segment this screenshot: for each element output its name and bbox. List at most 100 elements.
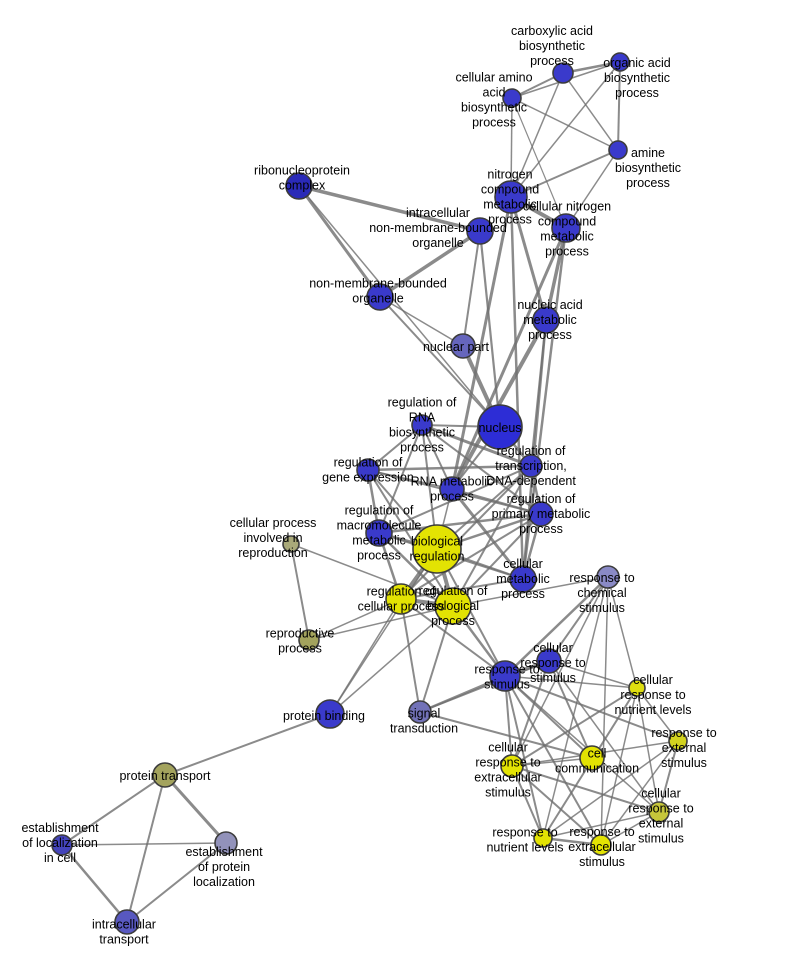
graph-edge [478, 230, 502, 428]
graph-edge [126, 842, 227, 923]
graph-edge [297, 185, 382, 298]
graph-edge [61, 844, 128, 923]
graph-node-response_to_nutrient_levels[interactable] [533, 828, 553, 848]
graph-edge [163, 773, 228, 845]
graph-node-label-protein_transport: protein transport [119, 769, 211, 783]
graph-edge [636, 687, 660, 813]
graph-node-response_to_chemical_stimulus[interactable] [596, 565, 620, 589]
graph-node-reproductive_process[interactable] [298, 629, 320, 651]
graph-edge [600, 811, 660, 846]
graph-node-regulation_of_RNA_biosynthetic_process[interactable] [411, 414, 433, 436]
graph-node-nitrogen_compound_metabolic_process[interactable] [494, 180, 528, 214]
graph-edge [400, 513, 542, 600]
graph-edge [419, 711, 593, 759]
graph-edge [504, 675, 679, 742]
graph-edge [367, 469, 453, 490]
graph-node-amine_biosynthetic_process[interactable] [608, 140, 628, 160]
graph-edge [452, 513, 542, 607]
graph-edge [511, 757, 593, 767]
graph-edge [451, 488, 542, 515]
graph-edge [511, 576, 609, 767]
graph-node-signal_transduction[interactable] [408, 700, 432, 724]
graph-node-ribonucleoprotein_complex[interactable] [285, 172, 313, 200]
graph-node-RNA_metabolic_process[interactable] [439, 476, 465, 502]
graph-edge [504, 675, 638, 689]
graph-edge [298, 184, 481, 233]
graph-node-regulation_of_gene_expression[interactable] [356, 458, 380, 482]
graph-node-regulation_of_transcription_DNA_dependent[interactable] [519, 454, 543, 478]
graph-node-regulation_of_cellular_process[interactable] [385, 583, 417, 615]
graph-node-regulation_of_primary_metabolic_process[interactable] [528, 501, 554, 527]
nodes-layer [51, 52, 688, 935]
graph-edge [607, 576, 638, 689]
graph-node-establishment_of_localization_in_cell[interactable] [51, 834, 73, 856]
graph-node-nucleic_acid_metabolic_process[interactable] [532, 306, 560, 334]
graph-edge [511, 660, 550, 767]
graph-edge [542, 576, 609, 839]
graph-node-cell_communication[interactable] [579, 745, 605, 771]
graph-node-cellular_response_to_external_stimulus[interactable] [648, 801, 670, 823]
graph-node-response_to_stimulus[interactable] [489, 660, 521, 692]
graph-edge [548, 660, 638, 689]
graph-node-label-protein_binding: protein binding [283, 709, 365, 723]
graph-node-establishment_of_protein_localization[interactable] [214, 831, 238, 855]
graph-edge [379, 296, 464, 347]
graph-edge [308, 598, 402, 641]
graph-node-regulation_of_biological_process[interactable] [434, 587, 472, 625]
graph-node-cellular_nitrogen_compound_metabolic_process[interactable] [551, 213, 581, 243]
graph-edge [548, 576, 609, 662]
graph-node-organic_acid_biosynthetic_process[interactable] [610, 52, 630, 72]
graph-node-cellular_response_to_nutrient_levels[interactable] [628, 679, 646, 697]
graph-node-label-nucleus: nucleus [478, 421, 521, 435]
graph-node-cellular_process_involved_in_reproduction[interactable] [282, 535, 300, 553]
graph-edge [509, 196, 548, 321]
edges-layer [61, 60, 679, 923]
graph-node-biological_regulation[interactable] [412, 524, 462, 574]
graph-edge [290, 543, 310, 641]
graph-node-nucleus[interactable] [477, 404, 523, 450]
graph-edge [548, 660, 593, 759]
graph-node-protein_binding[interactable] [315, 699, 345, 729]
graph-node-cellular_response_to_extracellular_stimulus[interactable] [500, 754, 524, 778]
graph-node-regulation_of_macromolecule_metabolic_process[interactable] [365, 519, 393, 547]
graph-edge [542, 740, 679, 839]
graph-node-carboxylic_acid_biosynthetic_process[interactable] [552, 62, 574, 84]
graph-edge [379, 296, 501, 428]
graph-edge [400, 598, 506, 677]
graph-node-protein_transport[interactable] [152, 762, 178, 788]
graph-node-nuclear_part[interactable] [450, 333, 476, 359]
graph-node-cellular_metabolic_process[interactable] [509, 565, 537, 593]
graph-edge [600, 576, 609, 846]
graph-node-cellular_amino_acid_biosynthetic_process[interactable] [502, 88, 522, 108]
graph-edge [510, 149, 619, 198]
graph-edge [511, 765, 660, 813]
graph-node-non_membrane_bounded_organelle[interactable] [366, 283, 394, 311]
graph-node-response_to_external_stimulus[interactable] [668, 731, 688, 751]
graph-node-intracellular_non_membrane_bounded_organelle[interactable] [466, 217, 494, 245]
graph-node-cellular_response_to_stimulus[interactable] [536, 648, 562, 674]
graph-node-response_to_extracellular_stimulus[interactable] [590, 834, 612, 856]
graph-edge [510, 61, 621, 198]
graph-edge [61, 842, 227, 846]
graph-node-intracellular_transport[interactable] [114, 909, 140, 935]
graph-edge [511, 97, 619, 151]
